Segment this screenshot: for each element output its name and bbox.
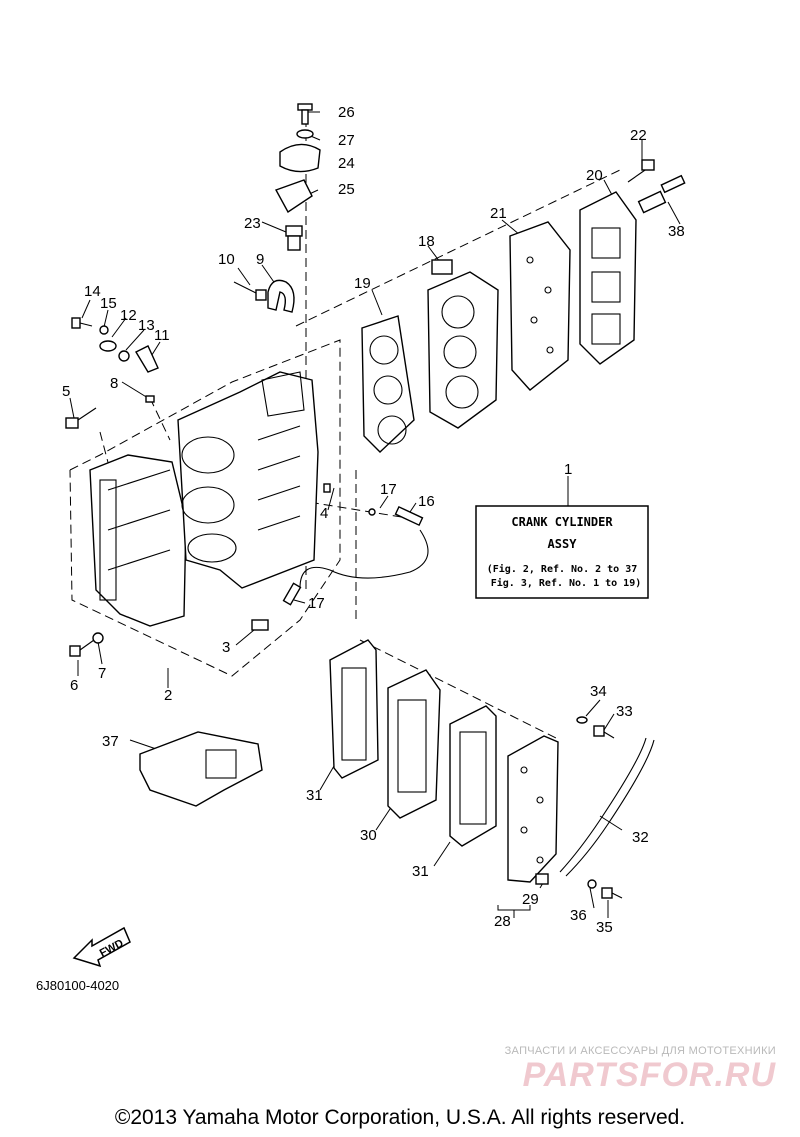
- part-bolt-5: [65, 407, 97, 429]
- callout-18: 18: [418, 233, 435, 250]
- part-hose-16: [394, 505, 424, 527]
- callout-34: 34: [590, 683, 607, 700]
- info-box-line-1: CRANK CYLINDER: [511, 515, 613, 529]
- part-bolt-35: [601, 887, 623, 899]
- part-anode-11: [135, 345, 159, 373]
- callout-17b: 17: [308, 595, 325, 612]
- part-hose-line: [299, 529, 429, 589]
- part-pin-17b: [282, 582, 302, 606]
- part-bolt-14: [71, 317, 93, 329]
- callout-5: 5: [62, 383, 70, 400]
- callout-16: 16: [418, 493, 435, 510]
- callout-11: 11: [154, 327, 170, 344]
- callout-9: 9: [256, 251, 264, 268]
- part-gasket-21: [509, 221, 571, 391]
- callout-14: 14: [84, 283, 101, 300]
- part-washer-7: [92, 632, 104, 644]
- part-bolt-22: [627, 159, 655, 183]
- part-pin-8: [145, 395, 155, 403]
- callout-21: 21: [490, 205, 507, 222]
- callout-15: 15: [100, 295, 117, 312]
- callout-37: 37: [102, 733, 119, 750]
- callout-20: 20: [586, 167, 603, 184]
- callout-17a: 17: [380, 481, 397, 498]
- callout-35: 35: [596, 919, 613, 936]
- part-bolt-33: [593, 725, 615, 739]
- callout-24: 24: [338, 155, 355, 172]
- callout-27: 27: [338, 132, 355, 149]
- callout-36: 36: [570, 907, 587, 924]
- part-bolt-6: [69, 639, 95, 657]
- part-bolt-3: [251, 619, 269, 631]
- callout-10: 10: [218, 251, 235, 268]
- part-exhaust-plate-30: [387, 669, 441, 819]
- callout-labels: 1 2 3 4 5 6 7 8 9 10 11 12 13 14 15 16 1…: [62, 104, 685, 936]
- callout-26: 26: [338, 104, 355, 121]
- part-plug-13: [118, 350, 130, 362]
- callout-1: 1: [564, 461, 572, 478]
- callout-7: 7: [98, 665, 106, 682]
- part-crankcase-2: [89, 454, 187, 627]
- part-bolt-10: [233, 281, 267, 301]
- callout-19: 19: [354, 275, 371, 292]
- part-exhaust-cover-28: [507, 735, 559, 883]
- watermark-tagline: ЗАПЧАСТИ И АКСЕССУАРЫ ДЛЯ МОТОТЕХНИКИ: [505, 1045, 776, 1057]
- info-box-line-3: (Fig. 2, Ref. No. 2 to 37: [487, 563, 638, 575]
- part-bolt-26: [297, 103, 313, 125]
- part-cover-24: [279, 143, 321, 173]
- part-pin-17a: [368, 508, 376, 516]
- part-washer-15: [99, 325, 109, 335]
- callout-32: 32: [632, 829, 649, 846]
- part-washer-27: [296, 129, 314, 139]
- part-washer-34: [576, 716, 588, 724]
- callout-38: 38: [668, 223, 685, 240]
- assembly-dashed-lines: [69, 118, 621, 741]
- callout-33: 33: [616, 703, 633, 720]
- part-cylinder-block: [177, 371, 319, 589]
- watermark-logo: PARTSFOR.RU: [523, 1056, 777, 1094]
- part-gasket-37-port: [205, 749, 237, 779]
- part-gasket-37: [139, 731, 263, 807]
- figure-code: 6J80100-4020: [36, 978, 119, 993]
- part-gasket-19: [361, 315, 415, 453]
- callout-3: 3: [222, 639, 230, 656]
- part-cylinder-head-18: [427, 259, 499, 429]
- callout-23: 23: [244, 215, 261, 232]
- callout-29: 29: [522, 891, 539, 908]
- part-thermostat-23: [285, 225, 303, 251]
- copyright-notice: ©2013 Yamaha Motor Corporation, U.S.A. A…: [115, 1106, 685, 1129]
- fwd-arrow-icon: FWD: [72, 926, 131, 968]
- callout-13: 13: [138, 317, 155, 334]
- callout-12: 12: [120, 307, 137, 324]
- info-box-line-2: ASSY: [548, 537, 578, 551]
- callout-28: 28: [494, 913, 511, 930]
- callout-22: 22: [630, 127, 647, 144]
- part-bolt-29: [535, 873, 549, 885]
- part-hose-32b: [565, 739, 655, 877]
- callout-31b: 31: [412, 863, 429, 880]
- part-spacer-12: [99, 340, 117, 352]
- watermark: ЗАПЧАСТИ И АКСЕССУАРЫ ДЛЯ МОТОТЕХНИКИ PA…: [505, 1045, 777, 1094]
- callout-2: 2: [164, 687, 172, 704]
- callout-25: 25: [338, 181, 355, 198]
- part-head-cover-20: [579, 191, 637, 365]
- callout-4: 4: [320, 505, 328, 522]
- callout-8: 8: [110, 375, 118, 392]
- part-clamp-9: [267, 279, 295, 313]
- part-gasket-25: [274, 179, 313, 214]
- part-gasket-31b: [449, 705, 497, 847]
- part-washer-36: [587, 879, 597, 889]
- part-hose-32: [559, 737, 647, 873]
- part-spark-plug-38: [637, 174, 686, 214]
- callout-31a: 31: [306, 787, 323, 804]
- part-pin-4: [323, 483, 331, 493]
- info-box-line-4: Fig. 3, Ref. No. 1 to 19): [491, 577, 642, 589]
- callout-30: 30: [360, 827, 377, 844]
- part-gasket-31a: [329, 639, 379, 779]
- assembly-info-box: CRANK CYLINDER ASSY (Fig. 2, Ref. No. 2 …: [475, 505, 649, 599]
- callout-6: 6: [70, 677, 78, 694]
